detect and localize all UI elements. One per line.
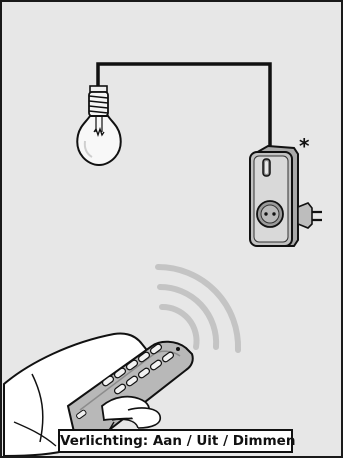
plug-in-dimmer-icon: [250, 146, 322, 246]
light-bulb-icon: [77, 86, 120, 165]
radio-waves-icon: [158, 267, 238, 350]
footnote-marker: *: [299, 134, 310, 158]
cable: [98, 64, 270, 152]
illustration: *: [2, 2, 341, 456]
caption-label: Verlichting: Aan / Uit / Dimmen: [58, 429, 293, 453]
